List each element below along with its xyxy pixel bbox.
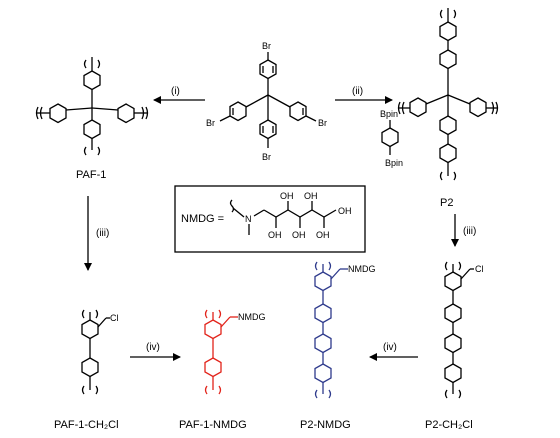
- nmdg-definition-box: NMDG = N OH OH OH OH OH OH: [174, 185, 366, 253]
- br-right: Br: [318, 118, 327, 128]
- step-i-label: (i): [171, 86, 180, 97]
- label-p2: P2: [440, 197, 453, 209]
- benzene-diboronate: Bpin Bpin: [380, 109, 403, 168]
- label-p2-nmdg: P2-NMDG: [300, 419, 351, 431]
- p2-ch2cl-structure: Cl P2-CH₂Cl: [425, 261, 484, 431]
- nmdg-definition-label: NMDG =: [181, 213, 224, 225]
- cl-atom-p2: Cl: [475, 264, 484, 274]
- oh-2: OH: [280, 191, 294, 201]
- p2-structure: P2: [397, 8, 499, 209]
- p2-nmdg-structure: NMDG P2-NMDG: [300, 261, 376, 431]
- label-paf1: PAF-1: [76, 169, 106, 181]
- br-bottom: Br: [262, 152, 271, 162]
- oh-1: OH: [268, 230, 282, 240]
- attachment-wavy-bond: [229, 199, 235, 213]
- oh-6: OH: [338, 206, 352, 216]
- monomer-ring-left: [229, 101, 247, 122]
- bpin-bottom: Bpin: [385, 158, 403, 168]
- label-p2-ch2cl: P2-CH₂Cl: [425, 419, 473, 431]
- tetrabromophenylmethane-monomer: Br Br Br Br: [206, 41, 327, 162]
- nmdg-nitrogen: N: [245, 214, 252, 224]
- paf1-ch2cl-structure: Cl PAF-1-CH₂Cl: [54, 309, 119, 431]
- reaction-arrows: (i) (ii) (iii) (iii) (iv) (iv): [84, 86, 476, 361]
- monomer-ring-bottom: [259, 119, 277, 140]
- oh-3: OH: [292, 230, 306, 240]
- cl-atom: Cl: [110, 313, 119, 323]
- step-iv-right-label: (iv): [383, 342, 397, 353]
- paf1-structure: PAF-1: [35, 57, 149, 181]
- oh-4: OH: [304, 191, 318, 201]
- paf1-nmdg-structure: NMDG PAF-1-NMDG: [179, 309, 266, 431]
- monomer-ring-right: [289, 101, 307, 122]
- step-ii-label: (ii): [352, 86, 363, 97]
- br-top: Br: [262, 41, 271, 51]
- label-paf1-nmdg: PAF-1-NMDG: [179, 419, 247, 431]
- bpin-top: Bpin: [380, 109, 398, 119]
- step-iv-left-label: (iv): [146, 342, 160, 353]
- monomer-ring-top: [259, 59, 277, 80]
- oh-5: OH: [316, 230, 330, 240]
- label-paf1-ch2cl: PAF-1-CH₂Cl: [54, 419, 119, 431]
- nmdg-group-red: NMDG: [238, 312, 266, 322]
- br-left: Br: [206, 118, 215, 128]
- step-iii-right-label: (iii): [463, 226, 476, 237]
- step-iii-left-label: (iii): [96, 228, 109, 239]
- nmdg-group-blue: NMDG: [348, 264, 376, 274]
